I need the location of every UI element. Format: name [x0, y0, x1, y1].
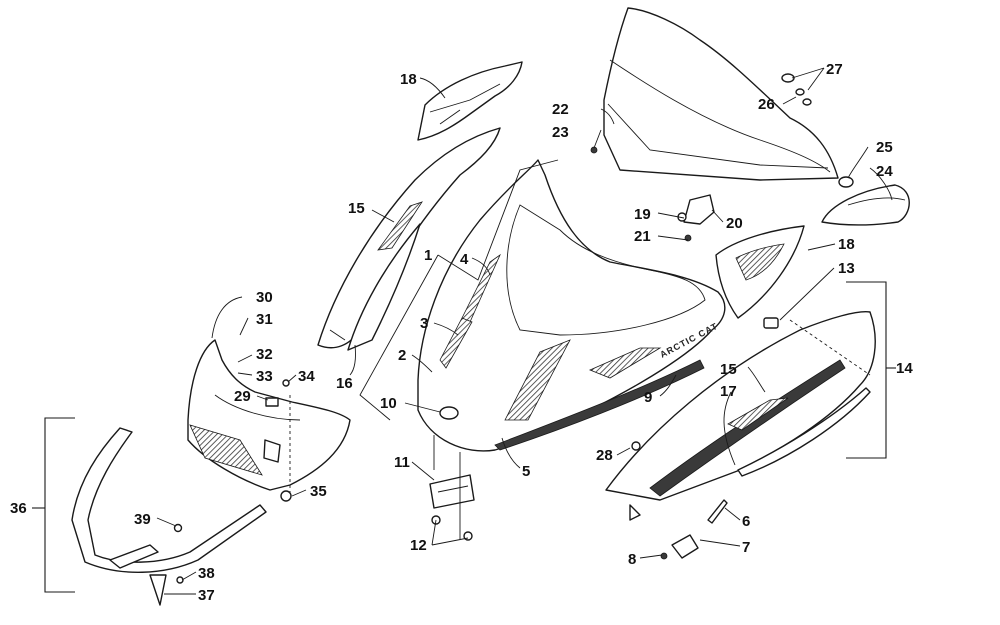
callout-37: 37 — [198, 587, 215, 604]
callout-1: 1 — [424, 247, 432, 264]
callout-3: 3 — [420, 315, 428, 332]
callout-25: 25 — [876, 139, 893, 156]
callout-32: 32 — [256, 346, 273, 363]
callout-7: 7 — [742, 539, 750, 556]
hood-main: ARCTIC CAT — [417, 159, 726, 452]
front-bumper-tube — [71, 427, 267, 606]
mount-bracket-small — [677, 194, 715, 242]
callout-20: 20 — [726, 215, 743, 232]
hood-upper-trim-left — [417, 61, 523, 141]
callout-21: 21 — [634, 228, 651, 245]
callout-18-right: 18 — [838, 236, 855, 253]
side-panel-left — [317, 127, 501, 351]
callout-11: 11 — [394, 454, 410, 471]
windshield — [603, 7, 839, 181]
nose-cone — [187, 339, 351, 502]
callout-22: 22 — [552, 101, 569, 118]
callout-35: 35 — [310, 483, 327, 500]
callout-9: 9 — [644, 389, 652, 406]
callout-labels: 18 22 23 27 26 25 24 19 20 21 18 13 14 1… — [10, 61, 913, 604]
callout-17: 17 — [720, 383, 737, 400]
callout-4: 4 — [460, 251, 469, 268]
side-vent-right — [715, 225, 805, 319]
callout-12: 12 — [410, 537, 427, 554]
hinge-bracket — [429, 474, 475, 541]
callout-39: 39 — [134, 511, 151, 528]
callout-13: 13 — [838, 260, 855, 277]
callout-31: 31 — [256, 311, 273, 328]
callout-15-right: 15 — [720, 361, 737, 378]
callout-38: 38 — [198, 565, 215, 582]
callout-30: 30 — [256, 289, 273, 306]
group-brackets — [32, 281, 896, 593]
leader-lines — [156, 67, 893, 595]
callout-6: 6 — [742, 513, 750, 530]
callout-36: 36 — [10, 500, 27, 517]
callout-29: 29 — [234, 388, 251, 405]
windshield-screws — [590, 73, 812, 154]
side-panel-right — [605, 310, 876, 521]
callout-23: 23 — [552, 124, 569, 141]
callout-19: 19 — [634, 206, 651, 223]
callout-26: 26 — [758, 96, 775, 113]
callout-33: 33 — [256, 368, 273, 385]
callout-15-left: 15 — [348, 200, 365, 217]
side-deflector-right — [821, 176, 910, 226]
callout-24: 24 — [876, 163, 893, 180]
callout-8: 8 — [628, 551, 636, 568]
callout-28: 28 — [596, 447, 613, 464]
callout-5: 5 — [522, 463, 530, 480]
callout-16: 16 — [336, 375, 353, 392]
callout-10: 10 — [380, 395, 397, 412]
callout-18-top: 18 — [400, 71, 417, 88]
callout-14: 14 — [896, 360, 913, 377]
lower-fasteners — [660, 499, 728, 560]
callout-34: 34 — [298, 368, 315, 385]
callout-27: 27 — [826, 61, 843, 78]
callout-2: 2 — [398, 347, 406, 364]
